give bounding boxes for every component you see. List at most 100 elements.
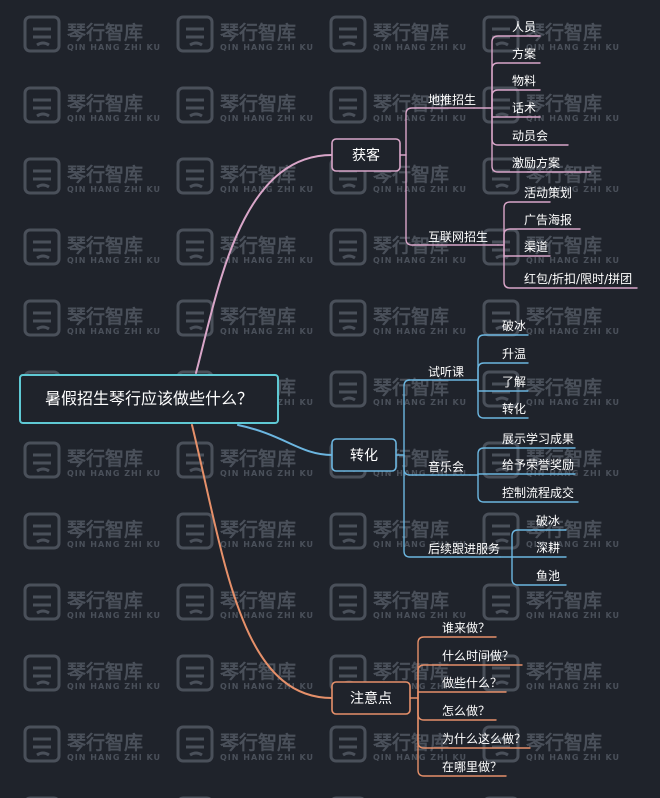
trial-item: 破冰: [502, 318, 526, 333]
watermark-sub: QIN HANG ZHI KU: [373, 327, 467, 336]
convert-fan-link: [403, 379, 471, 456]
watermark-sub: QIN HANG ZHI KU: [373, 682, 467, 691]
watermark-name: 琴行智库: [372, 731, 449, 754]
branch-notes[interactable]: 注意点: [331, 681, 411, 715]
online-item: 广告海报: [524, 212, 572, 227]
watermark-logo-icon: [329, 725, 367, 763]
watermark-logo-icon: [482, 157, 520, 195]
watermark-name: 琴行智库: [66, 589, 143, 612]
watermark-logo-mark: [186, 311, 204, 331]
watermark-logo-mark: [339, 169, 357, 189]
concert-fan-link: [477, 474, 579, 503]
watermark-sub: QIN HANG ZHI KU: [220, 327, 314, 336]
watermark-logo-mark: [186, 98, 204, 118]
watermark-name: 琴行智库: [66, 305, 143, 328]
watermark-logo-icon: [329, 512, 367, 550]
watermark-logo-mark: [33, 666, 51, 686]
followup-item: 深耕: [536, 540, 560, 555]
watermark-sub: QIN HANG ZHI KU: [220, 540, 314, 549]
watermark-logo-mark: [33, 169, 51, 189]
trial-item: 了解: [502, 375, 526, 389]
watermark-logo-icon: [482, 441, 520, 479]
branch-notes-frame: [331, 681, 411, 715]
watermark-logo-mark: [339, 737, 357, 757]
watermark-logo-mark: [492, 666, 510, 686]
watermark-logo-icon: [329, 299, 367, 337]
watermark-logo-icon: [23, 654, 61, 692]
watermark-name: 琴行智库: [66, 163, 143, 186]
watermark-logo-mark: [492, 524, 510, 544]
watermark-logo-mark: [186, 737, 204, 757]
watermark-sub: QIN HANG ZHI KU: [373, 753, 467, 762]
watermark-logo-icon: [23, 441, 61, 479]
watermark-logo-mark: [492, 240, 510, 260]
notes-item: 在哪里做？: [442, 759, 502, 774]
watermark-logo-mark: [492, 453, 510, 473]
watermark-logo-icon: [176, 86, 214, 124]
watermark-sub: QIN HANG ZHI KU: [526, 398, 620, 407]
branch-acquire-label: 获客: [352, 147, 380, 164]
offline-item: 激励方案: [512, 155, 560, 170]
watermark-logo-icon: [176, 157, 214, 195]
watermark-name: 琴行智库: [219, 92, 296, 115]
watermark-logo-mark: [33, 453, 51, 473]
watermark-logo-icon: [329, 583, 367, 621]
watermark-logo-icon: [482, 370, 520, 408]
watermark-logo-icon: [176, 228, 214, 266]
node-layer: 暑假招生琴行应该做些什么？获客转化注意点地推招生互联网招生试听课音乐会后续跟进服…: [19, 20, 632, 774]
watermark-sub: QIN HANG ZHI KU: [67, 682, 161, 691]
watermark-logo-mark: [33, 595, 51, 615]
watermark-sub: QIN HANG ZHI KU: [373, 114, 467, 123]
root-to-acquire-connector: [195, 154, 333, 374]
watermark-name: 琴行智库: [525, 21, 602, 44]
followup-item: 鱼池: [536, 569, 560, 583]
watermark-logo-icon: [23, 15, 61, 53]
watermark-name: 琴行智库: [525, 92, 602, 115]
watermark-logo-mark: [33, 737, 51, 757]
root-node[interactable]: 暑假招生琴行应该做些什么？: [19, 374, 279, 424]
branch-acquire[interactable]: 获客: [331, 138, 401, 172]
watermark-logo-mark: [339, 595, 357, 615]
group-online-label: 互联网招生: [428, 230, 488, 244]
watermark-name: 琴行智库: [525, 234, 602, 257]
watermark-logo-mark: [33, 98, 51, 118]
watermark-logo-icon: [482, 725, 520, 763]
trial-item: 转化: [502, 401, 526, 416]
watermark-logo-icon: [329, 15, 367, 53]
watermark-name: 琴行智库: [525, 305, 602, 328]
watermark-name: 琴行智库: [66, 92, 143, 115]
branch-convert[interactable]: 转化: [331, 438, 397, 472]
watermark-sub: QIN HANG ZHI KU: [220, 611, 314, 620]
watermark-name: 琴行智库: [66, 660, 143, 683]
watermark-sub: QIN HANG ZHI KU: [67, 540, 161, 549]
watermark-name: 琴行智库: [525, 660, 602, 683]
watermark-logo-mark: [33, 240, 51, 260]
offline-fan-link: [491, 35, 541, 109]
watermark-sub: QIN HANG ZHI KU: [220, 469, 314, 478]
watermark-logo-mark: [186, 524, 204, 544]
watermark-name: 琴行智库: [372, 92, 449, 115]
watermark-sub: QIN HANG ZHI KU: [220, 43, 314, 52]
watermark-logo-mark: [186, 27, 204, 47]
watermark-logo-mark: [492, 311, 510, 331]
notes-item: 做些什么？: [442, 675, 502, 690]
online-fan-link: [503, 201, 551, 246]
watermark-logo-mark: [492, 98, 510, 118]
branch-acquire-frame: [331, 138, 401, 172]
watermark-logo-icon: [176, 583, 214, 621]
watermark-logo-icon: [23, 583, 61, 621]
watermark-sub: QIN HANG ZHI KU: [220, 185, 314, 194]
watermark-logo-mark: [339, 27, 357, 47]
watermark-name: 琴行智库: [219, 731, 296, 754]
